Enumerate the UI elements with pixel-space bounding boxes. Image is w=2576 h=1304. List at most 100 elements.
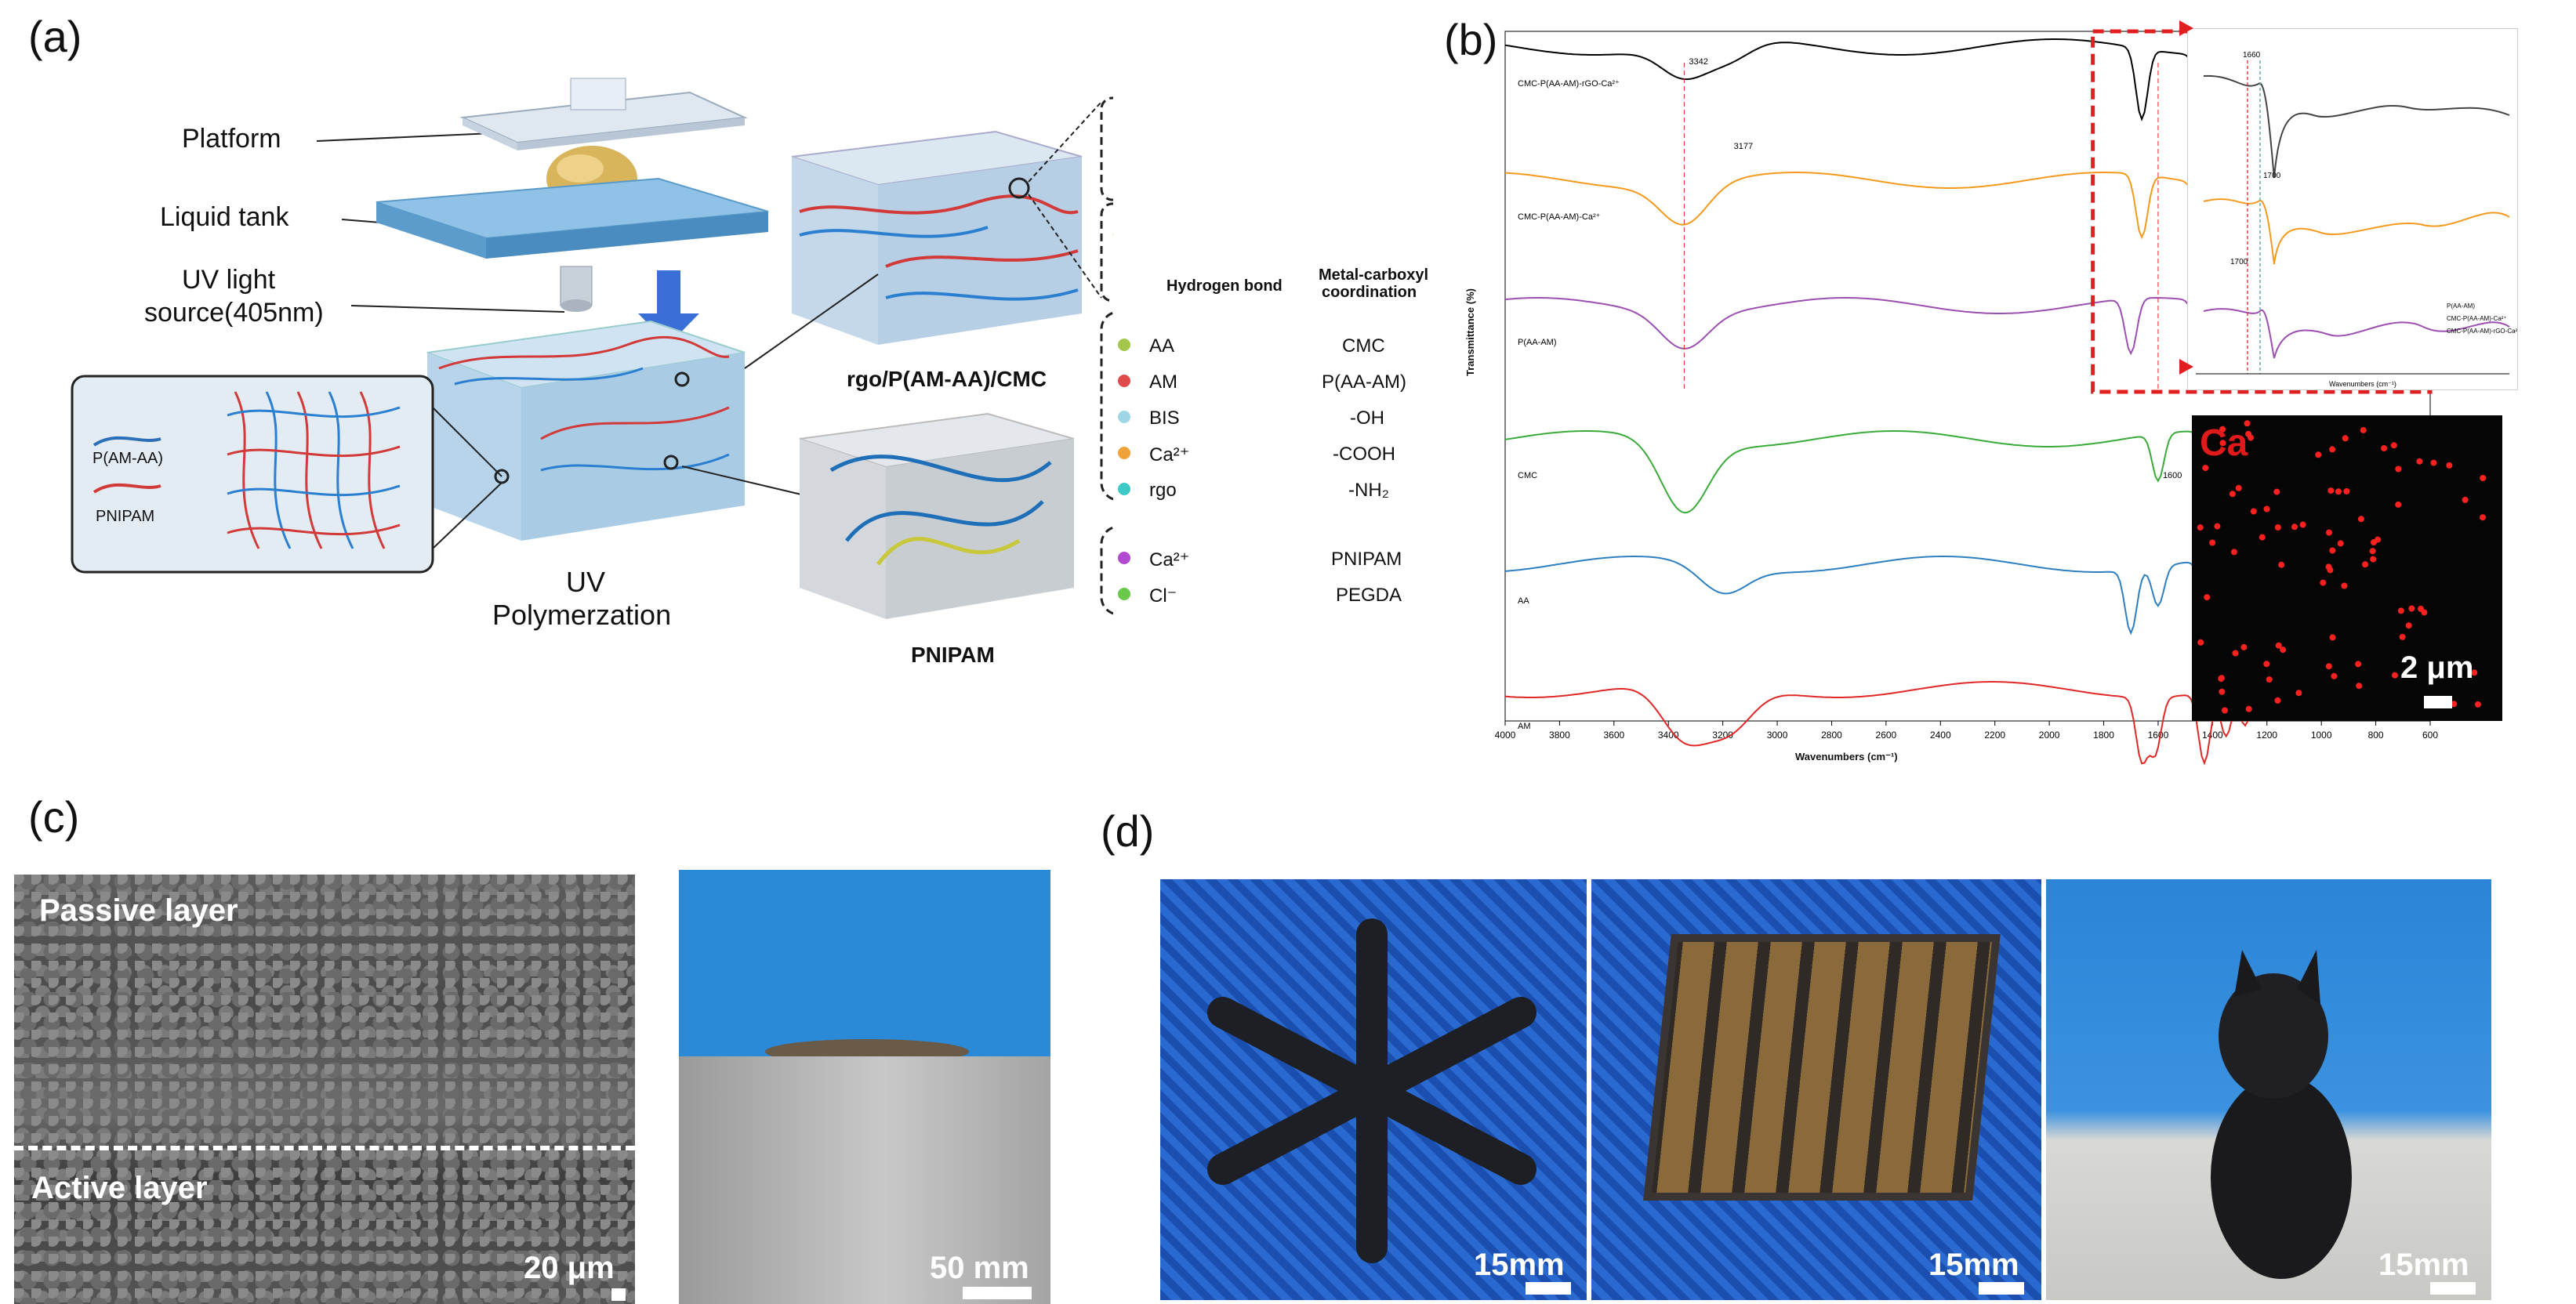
ca-signal-dot	[2395, 501, 2402, 508]
ca-signal-dot	[2446, 462, 2453, 469]
ca-signal-dot	[2259, 534, 2266, 541]
ca-signal-dot	[2232, 650, 2239, 657]
ca2-dot	[1118, 552, 1130, 564]
ca-signal-dot	[2197, 524, 2204, 531]
legend2-pnipam: PNIPAM	[1331, 549, 1402, 570]
platform-label: Platform	[182, 124, 281, 154]
gel-pnipam-title: PNIPAM	[911, 643, 995, 667]
legend2-cl: Cl⁻	[1149, 585, 1177, 607]
ftir-xtick-label: 800	[2368, 730, 2384, 741]
printed-cat-photo: 15mm	[2046, 879, 2491, 1300]
ca-signal-dot	[2356, 683, 2363, 690]
ftir-series-label: CMC-P(AA-AM)-Ca²⁺	[1518, 212, 1601, 222]
inset-peak-1700a: 1700	[2263, 172, 2281, 180]
am-dot	[1118, 375, 1130, 387]
ca-signal-dot	[2244, 420, 2251, 427]
snowflake-scale-text: 15mm	[1474, 1248, 1565, 1282]
ftir-inset-plot: 1660 1700 1700 P(AA-AM) CMC-P(AA-AM)-Ca²…	[2196, 51, 2520, 388]
printer-illustration	[71, 78, 1113, 619]
ca-signal-dot	[2390, 442, 2397, 449]
ftir-xtick-label: 600	[2422, 730, 2438, 741]
ca-signal-dot	[2230, 549, 2237, 556]
ftir-xtick-label: 3000	[1767, 730, 1788, 741]
grid-object	[1643, 934, 2001, 1201]
ca-scale-text: 2 μm	[2400, 650, 2474, 685]
ca-signal-dot	[2341, 582, 2348, 589]
passive-layer-label: Passive layer	[39, 893, 238, 928]
weight-scale-text: 50 mm	[930, 1251, 1029, 1285]
ca-signal-dot	[2418, 605, 2424, 612]
ftir-xtick-label: 1000	[2311, 730, 2332, 741]
ca-signal-dot	[2278, 561, 2285, 568]
ca-scale-bar	[2424, 696, 2452, 708]
ftir-peak-label: 3342	[1689, 57, 1707, 67]
rgo-dot	[1118, 483, 1130, 495]
ftir-xtick-label: 2400	[1930, 730, 1951, 741]
metal-block	[679, 1056, 1050, 1304]
legend-bis: BIS	[1149, 408, 1180, 429]
ca-signal-dot	[2331, 672, 2338, 679]
ca-signal-dot	[2299, 521, 2306, 528]
uv-polymerization-label-2: Polymerzation	[492, 599, 672, 631]
ca-signal-dot	[2474, 701, 2481, 708]
ca-signal-dot	[2337, 540, 2344, 547]
ca-signal-dot	[2370, 556, 2377, 563]
inset-legend-3: CMC-P(AA-AM)-rGO-Ca²⁺	[2447, 328, 2517, 335]
ftir-peak-label: 3177	[1734, 142, 1753, 151]
ca-signal-dot	[2399, 633, 2406, 640]
ca-signal-dot	[2291, 523, 2298, 531]
inset-xlabel: Wavenumbers (cm⁻¹)	[2329, 380, 2396, 388]
ca-signal-dot	[2197, 639, 2204, 646]
ftir-xtick-label: 1200	[2256, 730, 2277, 741]
ca-signal-dot	[2326, 529, 2332, 536]
ca-signal-dot	[2391, 672, 2398, 679]
metal-carboxyl-label-2: coordination	[1322, 284, 1417, 301]
panel-label-b: (b)	[1444, 15, 1498, 64]
legend-ca: Ca²⁺	[1149, 444, 1190, 465]
ftir-series-label: CMC	[1518, 471, 1537, 480]
legend-nh2: -NH₂	[1348, 480, 1389, 501]
ftir-ylabel: Transmittance (%)	[1464, 288, 1476, 376]
ca-signal-dot	[2266, 676, 2273, 683]
grid-scale-bar	[1979, 1282, 2024, 1295]
ca-signal-dot	[2275, 642, 2282, 649]
ftir-xtick-label: 3400	[1658, 730, 1679, 741]
ftir-xtick-label: 1800	[2093, 730, 2114, 741]
legend-am: AM	[1149, 371, 1177, 393]
ca-signal-dot	[2320, 579, 2327, 586]
panel-label-a: (a)	[28, 12, 82, 61]
ca-signal-dot	[2471, 669, 2478, 676]
inset-peak-1660: 1660	[2243, 51, 2261, 60]
ca-signal-dot	[2405, 622, 2412, 629]
inset-peak-1700b: 1700	[2230, 258, 2248, 266]
ca-signal-dot	[2263, 505, 2270, 513]
ca-signal-dot	[2395, 465, 2402, 473]
ftir-xtick-label: 4000	[1495, 730, 1516, 741]
ftir-xtick-label: 3800	[1549, 730, 1570, 741]
ca-dot	[1118, 447, 1130, 459]
ca-signal-dot	[2295, 690, 2302, 697]
grid-scale-text: 15mm	[1928, 1248, 2019, 1282]
ca-signal-dot	[2329, 634, 2336, 641]
ca-signal-dot	[2416, 458, 2423, 465]
ca-map-label: Ca	[2200, 422, 2248, 464]
ca-signal-dot	[2369, 548, 2376, 555]
gel-rgo-title: rgo/P(AM-AA)/CMC	[847, 367, 1047, 391]
ca-signal-dot	[2325, 663, 2332, 670]
ca-signal-dot	[2274, 524, 2281, 531]
ftir-series-label: CMC-P(AA-AM)-rGO-Ca²⁺	[1518, 79, 1620, 89]
sem-scale-bar	[611, 1288, 626, 1301]
active-layer-label: Active layer	[31, 1171, 208, 1205]
sem-scale-text: 20 μm	[524, 1251, 615, 1285]
ca-signal-dot	[2214, 523, 2221, 530]
zoom-arrows	[2179, 20, 2193, 375]
legend2-ca: Ca²⁺	[1149, 549, 1190, 570]
ftir-xtick-label: 2200	[1984, 730, 2005, 741]
panel-label-c: (c)	[28, 792, 80, 842]
ca-signal-dot	[2219, 440, 2226, 447]
ca-signal-dot	[2462, 496, 2469, 503]
ca-signal-dot	[2315, 451, 2322, 458]
ca-signal-dot	[2240, 643, 2248, 650]
snowflake-object	[1207, 918, 1537, 1263]
ftir-xtick-label: 3200	[1712, 730, 1733, 741]
